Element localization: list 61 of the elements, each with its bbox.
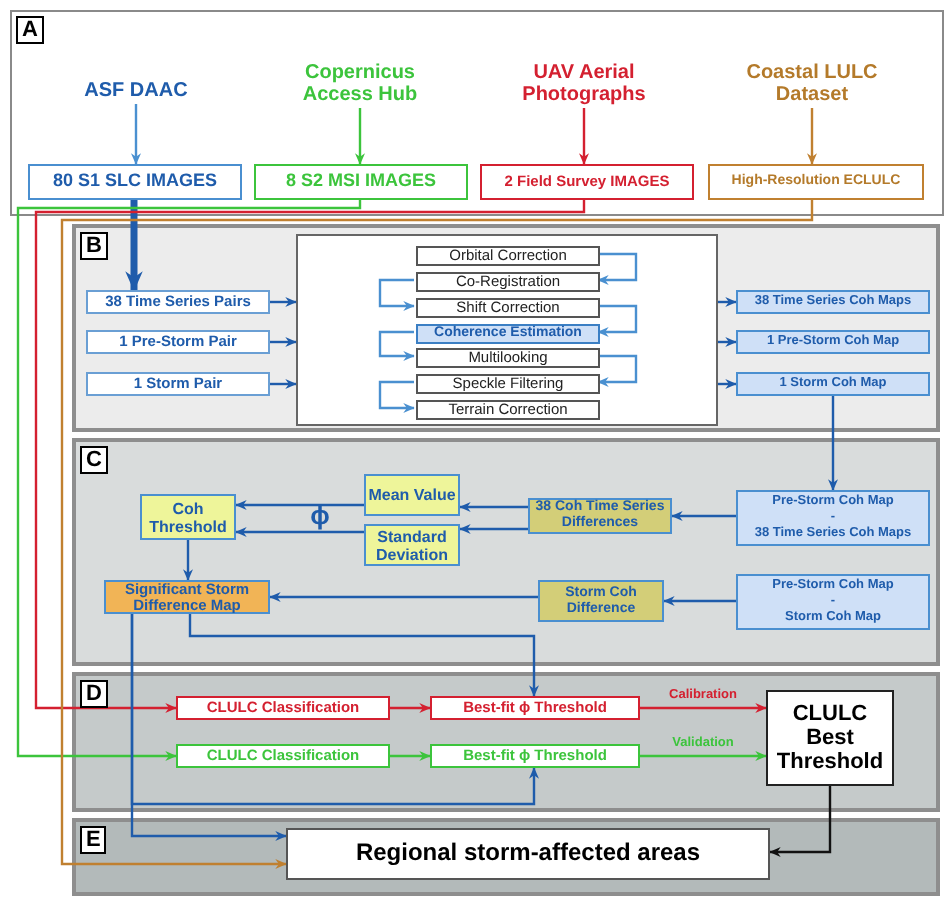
arrow (718, 297, 737, 307)
arrow (235, 500, 364, 510)
arrow (378, 278, 415, 311)
processing-box (296, 234, 718, 426)
source-label: Copernicus Access Hub (280, 60, 440, 108)
panel (72, 438, 940, 666)
arrow (235, 527, 364, 537)
arrow (671, 511, 736, 521)
phi-symbol: ϕ (308, 500, 332, 532)
process-box: Standard Deviation (364, 524, 460, 566)
data-box: 8 S2 MSI IMAGES (254, 164, 468, 200)
arrow (597, 304, 638, 337)
arrow (270, 379, 297, 389)
arrow (34, 199, 586, 713)
arrow (125, 200, 143, 292)
source-label: UAV Aerial Photographs (504, 60, 664, 108)
process-box: Coh Threshold (140, 494, 236, 540)
arrow (60, 200, 814, 869)
panel-letter: E (80, 826, 107, 854)
panel (72, 818, 940, 896)
data-box: 80 S1 SLC IMAGES (28, 164, 242, 200)
panel-letter: D (80, 680, 108, 708)
arrow (828, 396, 838, 491)
process-box (736, 574, 930, 630)
arrow (597, 354, 638, 387)
arrow (640, 751, 767, 761)
arrow (640, 703, 767, 713)
arrow (807, 108, 817, 165)
arrow (188, 614, 539, 697)
arrow (597, 252, 638, 285)
arrow (459, 524, 528, 534)
arrow (663, 596, 736, 606)
arrow (378, 380, 415, 413)
arrow (130, 614, 287, 841)
arrow (390, 751, 431, 761)
arrow (390, 703, 431, 713)
arrow (131, 104, 141, 165)
arrow (718, 337, 737, 347)
process-box: Mean Value (364, 474, 460, 516)
arrow (269, 592, 538, 602)
arrow (183, 540, 193, 581)
source-label: Coastal LULC Dataset (732, 60, 892, 108)
arrow (769, 786, 832, 857)
arrow (459, 502, 528, 512)
arrow (270, 297, 297, 307)
arrow (718, 379, 737, 389)
panel (72, 224, 940, 432)
panel-letter: B (80, 232, 108, 260)
arrow (270, 337, 297, 347)
source-label: ASF DAAC (76, 76, 196, 104)
arrow (579, 108, 589, 165)
process-box (736, 490, 930, 546)
panel-letter: C (80, 446, 108, 474)
panel (72, 672, 940, 812)
arrow (355, 108, 365, 165)
panel (10, 10, 944, 216)
result-box: CLULC Best Threshold (766, 690, 894, 786)
panel-letter: A (16, 16, 44, 44)
arrow (378, 330, 415, 361)
result-box: Regional storm-affected areas (286, 828, 770, 880)
arrow (16, 199, 362, 761)
